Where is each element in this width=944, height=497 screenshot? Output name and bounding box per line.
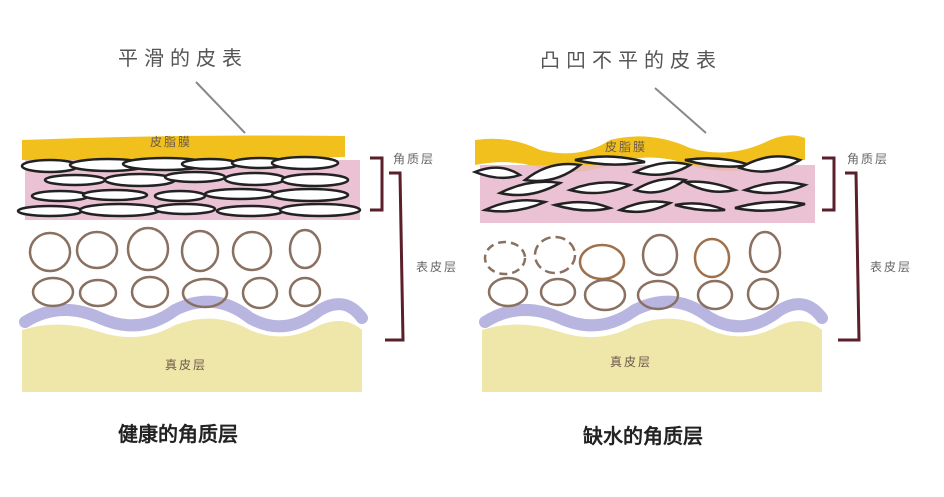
keratinocytes xyxy=(28,226,322,310)
epidermis-label: 表皮层 xyxy=(870,260,913,274)
stratum-corneum-label: 角质层 xyxy=(847,152,890,166)
keratinocytes xyxy=(483,230,782,312)
dehydrated-skin-panel: 凸凹不平的皮表 皮脂膜 角质层 表皮层 真皮层 缺水的角质层 xyxy=(460,0,932,497)
basement-membrane xyxy=(19,295,368,333)
healthy-skin-diagram xyxy=(16,81,405,392)
pointer-line xyxy=(654,87,707,134)
sebum-label: 皮脂膜 xyxy=(150,135,193,149)
pointer-line xyxy=(195,81,246,134)
dermis-label: 真皮层 xyxy=(165,358,208,372)
corneocytes xyxy=(471,155,809,214)
stratum-corneum-bracket xyxy=(822,156,836,212)
dehydrated-caption: 缺水的角质层 xyxy=(583,424,703,448)
dermis-layer xyxy=(482,318,822,392)
healthy-skin-panel: 平滑的皮表 皮脂膜 角质层 表皮层 真皮层 健康的角质层 xyxy=(16,46,459,446)
dehydrated-skin-diagram xyxy=(471,87,861,392)
epidermis-bracket xyxy=(838,171,861,342)
basement-membrane xyxy=(479,295,828,333)
sebum-label: 皮脂膜 xyxy=(605,140,648,154)
stratum-corneum-label: 角质层 xyxy=(393,152,436,166)
sebum-layer xyxy=(22,135,345,161)
healthy-caption: 健康的角质层 xyxy=(118,422,238,446)
corneocytes xyxy=(16,155,362,218)
dermis-layer xyxy=(22,318,362,392)
dermis-label: 真皮层 xyxy=(610,355,653,369)
epidermis-label: 表皮层 xyxy=(416,260,459,274)
epidermis-bracket xyxy=(385,171,405,342)
uneven-surface-label: 凸凹不平的皮表 xyxy=(540,48,722,72)
smooth-surface-label: 平滑的皮表 xyxy=(118,46,248,70)
stratum-corneum-bracket xyxy=(370,156,384,212)
